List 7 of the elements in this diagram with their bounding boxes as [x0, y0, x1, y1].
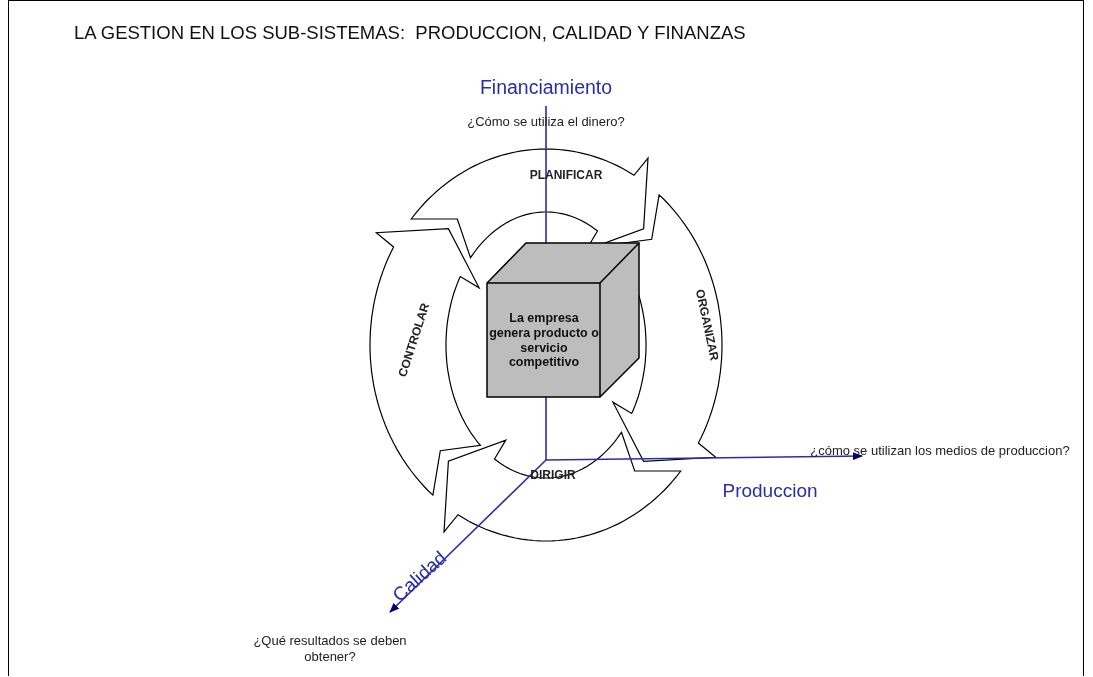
label: ¿cómo se utilizan los medios de produccion? — [809, 443, 1071, 459]
label: Produccion — [722, 479, 818, 503]
title: LA GESTION EN LOS SUB-SISTEMAS: PRODUCCION, CALIDAD Y FINANZAS — [74, 22, 746, 44]
cube-box — [486, 242, 641, 398]
label: Financiamiento — [479, 76, 613, 100]
cube-text: La empresa genera producto o servicio competitivo — [488, 310, 600, 372]
label: ¿Qué resultados se deben obtener? — [252, 633, 408, 665]
